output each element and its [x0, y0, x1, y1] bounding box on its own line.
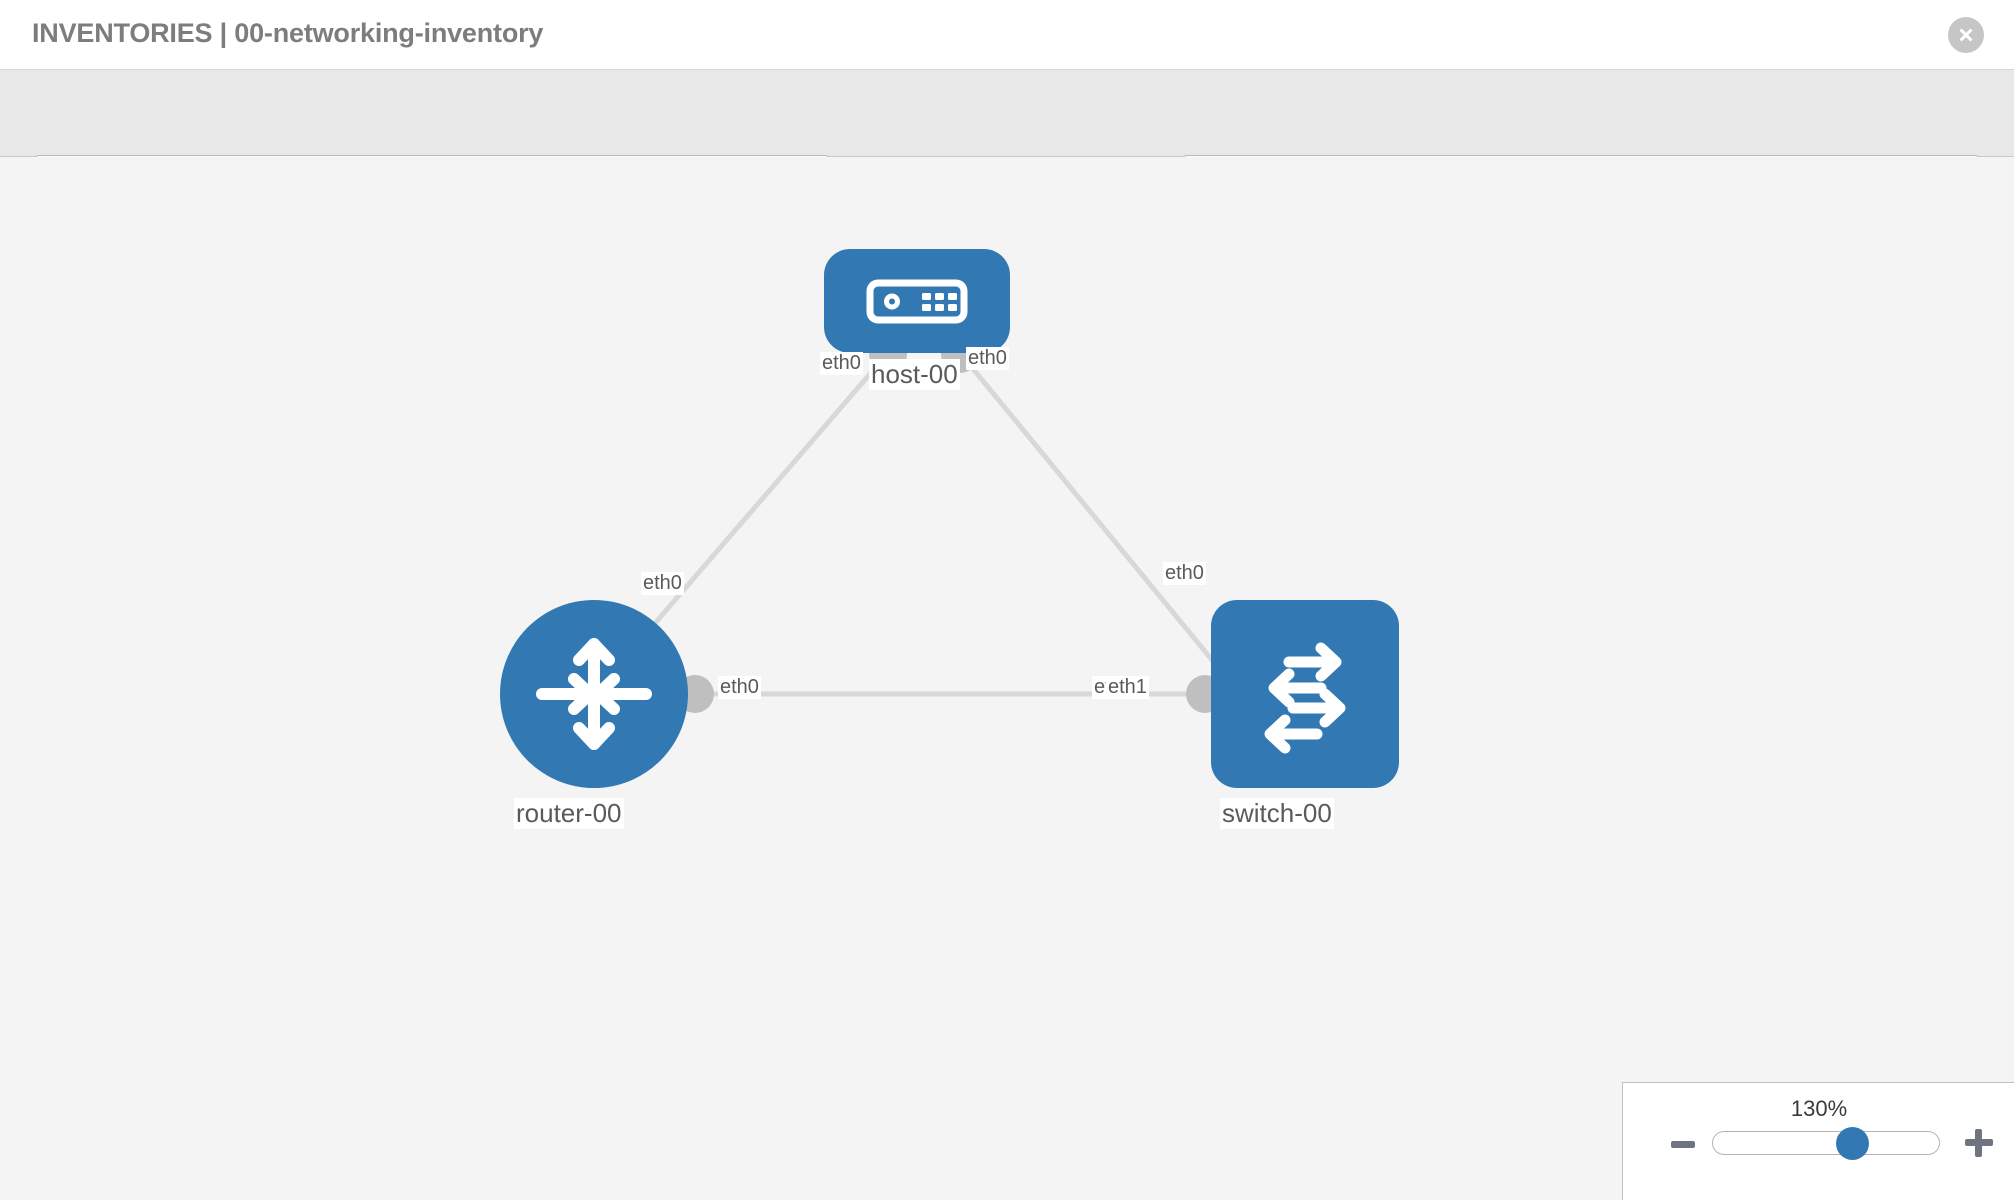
- zoom-control-panel: 130%: [1622, 1082, 2014, 1200]
- node-switch-00-shape[interactable]: [1211, 600, 1399, 788]
- zoom-in-button[interactable]: [1965, 1129, 1993, 1157]
- edge-label-host-switch-near-host: eth0: [966, 347, 1009, 370]
- zoom-slider-track[interactable]: [1712, 1127, 1940, 1160]
- edge-label-host-router-near-router: eth0: [641, 572, 684, 595]
- window-header: INVENTORIES | 00-networking-inventory: [0, 0, 2014, 70]
- node-switch-00-label: switch-00: [1220, 798, 1334, 829]
- edge-label-host-router-near-host: eth0: [820, 352, 863, 375]
- edge-label-router-switch-near-switch: eth1: [1106, 676, 1149, 699]
- node-host-00-label: host-00: [869, 359, 960, 390]
- toolbar: ACTIONS SEARCH: [0, 70, 2014, 212]
- close-icon[interactable]: [1948, 17, 1984, 53]
- edge-host-switch: [958, 351, 1242, 696]
- switch-arrows-icon: [1264, 642, 1346, 754]
- server-icon: [866, 279, 968, 324]
- zoom-level-value: 130%: [1790, 1096, 1848, 1121]
- node-host-00-shape[interactable]: [824, 249, 1010, 353]
- topology-canvas[interactable]: host-00 router-00: [0, 157, 2014, 1200]
- zoom-out-button[interactable]: [1671, 1141, 1695, 1148]
- edge-label-router-switch-near-router: eth0: [718, 676, 761, 699]
- edge-label-host-switch-near-switch: eth0: [1163, 562, 1206, 585]
- router-arrows-icon: [536, 638, 652, 750]
- page-title: INVENTORIES | 00-networking-inventory: [32, 18, 544, 48]
- node-router-00-label: router-00: [514, 798, 624, 829]
- zoom-slider-thumb[interactable]: [1835, 1127, 1869, 1160]
